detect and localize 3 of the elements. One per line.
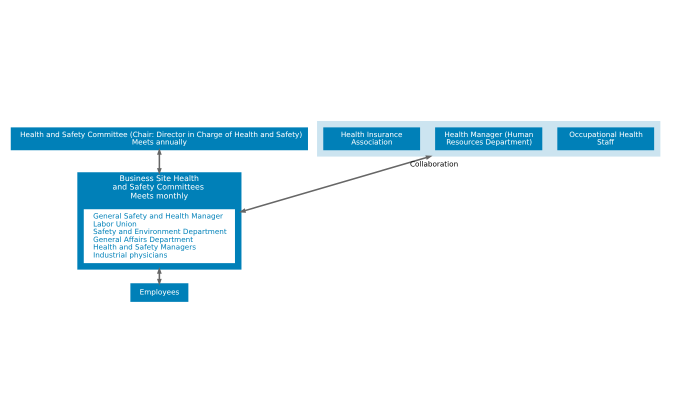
- arrow: [157, 148, 162, 175]
- arrow: [238, 155, 433, 213]
- cluster: [317, 120, 660, 157]
